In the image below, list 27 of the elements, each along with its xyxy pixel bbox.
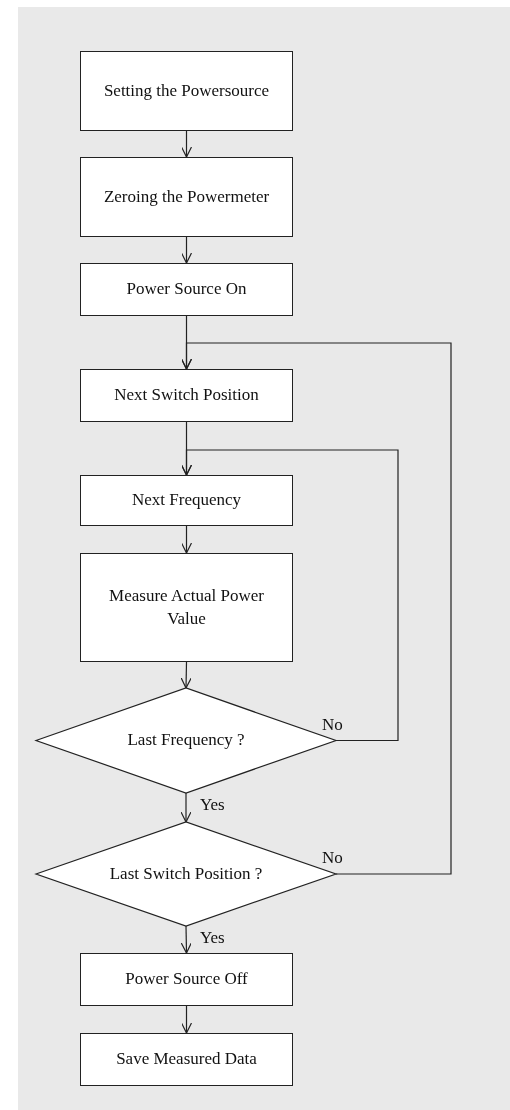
arrow bbox=[180, 130, 193, 158]
process-box bbox=[80, 51, 293, 131]
process-box bbox=[80, 475, 293, 526]
process-box bbox=[80, 157, 293, 237]
process-box bbox=[80, 263, 293, 316]
arrow bbox=[180, 661, 192, 689]
step-text: Power Source Off bbox=[125, 968, 248, 991]
arrow bbox=[180, 792, 192, 823]
step-text: Power Source On bbox=[126, 278, 247, 301]
process-box bbox=[80, 369, 293, 422]
step-text: Last Switch Position ? bbox=[109, 862, 263, 885]
arrow bbox=[180, 449, 399, 742]
process-box bbox=[80, 1033, 293, 1086]
process-box bbox=[80, 953, 293, 1006]
arrow bbox=[180, 1005, 193, 1034]
process-box bbox=[80, 553, 293, 662]
arrow bbox=[180, 342, 452, 875]
arrow bbox=[180, 925, 192, 954]
arrow bbox=[180, 236, 193, 264]
step-text: Last Frequency ? bbox=[127, 729, 245, 752]
step-text: Next Switch Position bbox=[114, 384, 259, 407]
step-text: Measure Actual Power Value bbox=[108, 585, 265, 630]
step-text: Save Measured Data bbox=[116, 1048, 257, 1071]
step-text: Next Frequency bbox=[131, 489, 242, 512]
step-text: Setting the Powersource bbox=[103, 79, 270, 102]
arrow bbox=[180, 525, 193, 554]
step-text: Zeroing the Powermeter bbox=[103, 185, 270, 208]
